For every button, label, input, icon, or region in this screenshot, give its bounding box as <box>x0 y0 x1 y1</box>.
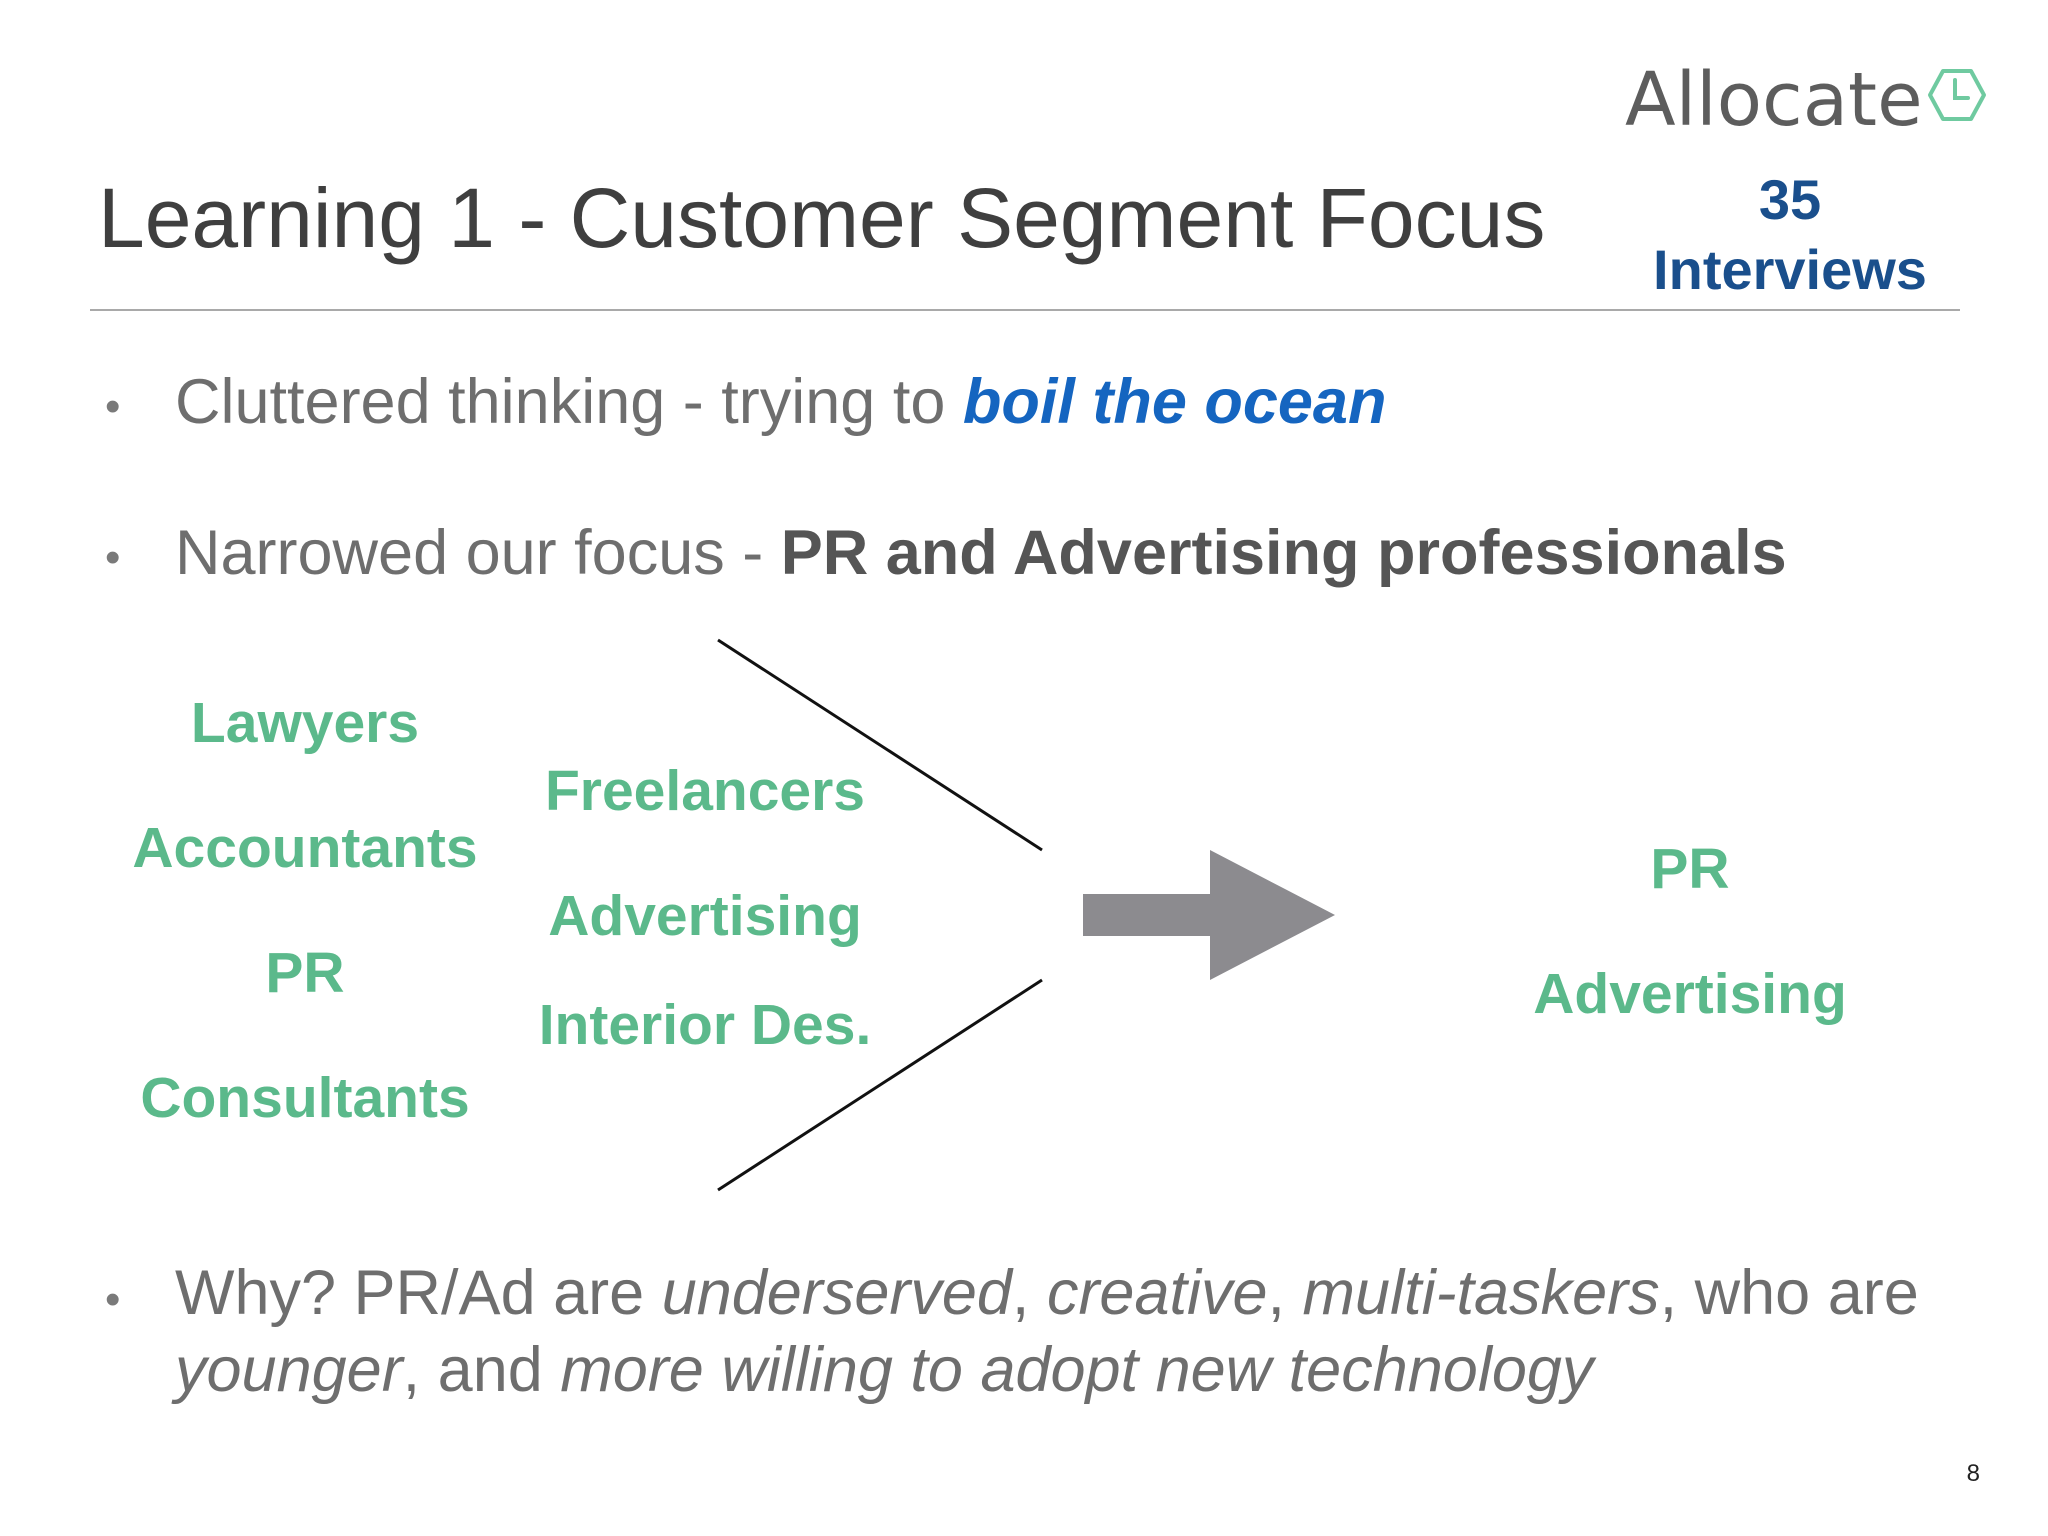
bullet-1-text: Cluttered thinking - trying to <box>175 367 963 437</box>
logo-text: Allocate <box>1625 57 1923 143</box>
funnel-bottom-line <box>717 978 1043 1192</box>
interviews-label: Interviews <box>1653 238 1927 301</box>
bullet-3-text: , who are <box>1659 1258 1919 1328</box>
bullet-3-italic: more willing to adopt new technology <box>560 1335 1594 1405</box>
segment-label: Consultants <box>140 1066 470 1130</box>
allocate-logo: Allocate <box>1625 55 1987 145</box>
bullet-1-emphasis: boil the ocean <box>962 367 1387 437</box>
segment-label: Lawyers <box>190 691 420 755</box>
bullet-3-italic: multi-taskers <box>1302 1258 1660 1328</box>
bullet-3-text: , <box>1011 1258 1047 1328</box>
bullet-dot: • <box>105 382 121 431</box>
bullet-dot: • <box>105 1275 121 1324</box>
bullet-3-line-1: Why? PR/Ad are underserved, creative, mu… <box>175 1255 1919 1331</box>
interviews-count: 35 <box>1758 168 1822 231</box>
bullet-2: Narrowed our focus - PR and Advertising … <box>175 515 1787 591</box>
bullet-3-italic: underserved <box>661 1258 1012 1328</box>
bullet-3-text: Why? PR/Ad are <box>175 1258 662 1328</box>
page-number: 8 <box>1966 1460 1980 1487</box>
bullet-3-italic: younger <box>175 1335 403 1405</box>
bullet-dot: • <box>105 533 121 582</box>
arrow-right-icon <box>1083 850 1335 980</box>
slide-title: Learning 1 - Customer Segment Focus <box>98 171 1546 265</box>
bullet-3-italic: creative <box>1046 1258 1268 1328</box>
title-divider <box>90 309 1960 311</box>
focus-segment-label: PR <box>1650 837 1730 901</box>
bullet-3-text: , and <box>402 1335 561 1405</box>
focus-segment-label: Advertising <box>1533 962 1847 1026</box>
segment-label: Advertising <box>548 884 862 948</box>
bullet-3-text: , <box>1267 1258 1303 1328</box>
clock-hexagon-icon <box>1927 67 1987 128</box>
segment-label: Interior Des. <box>538 993 872 1057</box>
segment-label: PR <box>265 941 345 1005</box>
funnel-top-line <box>717 638 1043 852</box>
bullet-2-emphasis: PR and Advertising professionals <box>780 518 1787 588</box>
segment-label: Freelancers <box>544 759 866 823</box>
bullet-3-line-2: younger, and more willing to adopt new t… <box>175 1332 1593 1408</box>
bullet-1: Cluttered thinking - trying to boil the … <box>175 364 1386 440</box>
bullet-2-text: Narrowed our focus - <box>175 518 781 588</box>
interviews-badge: 35 Interviews <box>1640 165 1940 305</box>
segment-label: Accountants <box>132 816 478 880</box>
